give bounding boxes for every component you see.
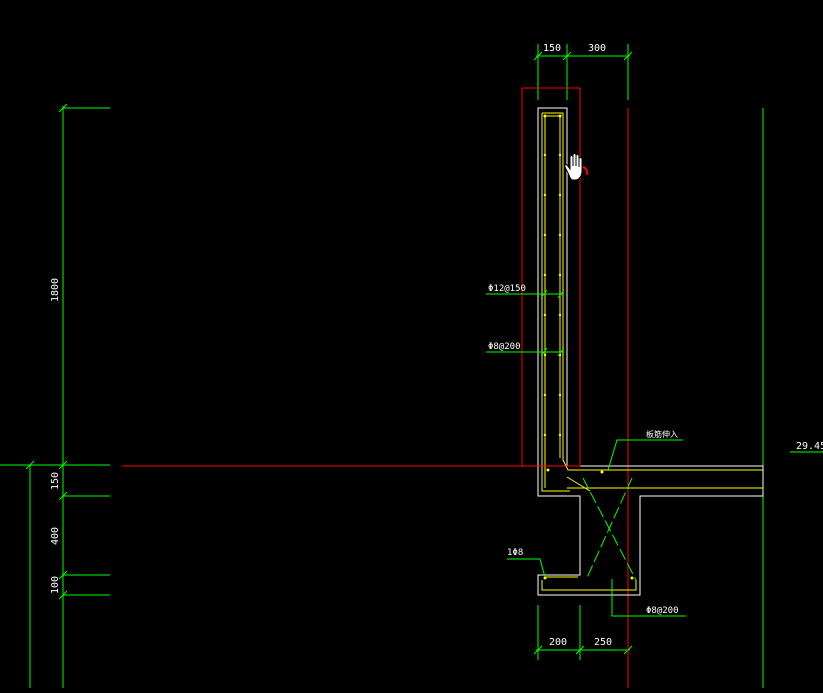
wall-inner-rebar[interactable] <box>544 115 561 488</box>
top-tick <box>562 51 572 61</box>
elevation-label: 29.450 <box>796 441 823 452</box>
rebar-dot <box>543 193 547 197</box>
rebar-dot <box>543 313 547 317</box>
leader-tick <box>540 289 548 299</box>
rebar-dot <box>558 233 562 237</box>
rebar-dot <box>558 433 562 437</box>
beam-bottom-rebar[interactable] <box>541 580 637 591</box>
left-tick <box>58 491 68 501</box>
top-dimension-chain <box>533 44 633 100</box>
dim-1800: 1800 <box>50 278 61 302</box>
leader-top-note <box>607 439 683 471</box>
leader-tick <box>540 347 548 357</box>
rebar-dot <box>543 153 547 157</box>
leader-labels: Φ12@150 Φ8@200 板筋伸入 1Φ8 Φ8@200 <box>488 284 679 616</box>
leaders <box>486 293 686 617</box>
leader-stirrup <box>611 579 686 617</box>
left-tick <box>25 460 35 470</box>
rebar-dot <box>543 114 547 118</box>
top-tick <box>533 51 543 61</box>
rebar-dot <box>543 273 547 277</box>
selection-rectangle[interactable] <box>521 87 581 467</box>
left-tick <box>58 570 68 580</box>
label-horizontal-bar: Φ8@200 <box>488 342 521 352</box>
beam-cross-marks <box>582 477 637 581</box>
wall-rebar-right[interactable] <box>542 112 763 471</box>
top-tick <box>623 51 633 61</box>
slab-bottom-rebar[interactable] <box>567 487 764 492</box>
slab-bend-rebar[interactable] <box>566 476 591 492</box>
leader-bottom-bar <box>507 558 546 578</box>
rebar-dot <box>558 313 562 317</box>
left-tick <box>58 103 68 113</box>
leader-tick <box>557 289 565 299</box>
label-vertical-bar: Φ12@150 <box>488 284 526 294</box>
leader-tick <box>557 347 565 357</box>
rebar-dots <box>543 114 634 580</box>
rebar-dot <box>558 193 562 197</box>
right-reference <box>762 108 823 688</box>
top-dimension-texts: 150 300 <box>543 43 606 54</box>
rebar-dot <box>543 353 547 357</box>
rebar-dot <box>630 576 634 580</box>
dim-400: 400 <box>50 527 61 545</box>
left-dimension-chain <box>0 103 110 688</box>
rebar-dot <box>600 470 604 474</box>
rebar-dot <box>543 233 547 237</box>
rebar-dot <box>543 433 547 437</box>
red-reference-lines <box>122 108 629 688</box>
rebar-dot <box>558 114 562 118</box>
rebar-dot <box>543 393 547 397</box>
hand-pan-icon <box>564 153 589 181</box>
dim-150-left: 150 <box>50 472 61 490</box>
wall-section-outline[interactable] <box>537 107 764 596</box>
bottom-tick <box>575 645 585 655</box>
label-stirrup: Φ8@200 <box>646 606 679 616</box>
rebar-dot <box>558 393 562 397</box>
rebar-dot <box>558 153 562 157</box>
left-dimension-texts: 1800 150 400 100 <box>50 278 61 594</box>
rebar-cage[interactable] <box>541 112 764 591</box>
left-tick <box>58 590 68 600</box>
leader-ticks <box>540 289 565 357</box>
bottom-tick <box>533 645 543 655</box>
dim-200-bottom: 200 <box>549 637 567 648</box>
dim-250-bottom: 250 <box>594 637 612 648</box>
dim-150-top: 150 <box>543 43 561 54</box>
bottom-dimension-texts: 200 250 <box>549 637 612 648</box>
rebar-dot <box>543 576 547 580</box>
dim-300-top: 300 <box>588 43 606 54</box>
cross-diagonal-2 <box>585 477 633 581</box>
rebar-dot <box>546 468 550 472</box>
label-top-note: 板筋伸入 <box>646 429 678 439</box>
label-bottom-bar: 1Φ8 <box>507 548 523 558</box>
dim-100: 100 <box>50 576 61 594</box>
rebar-dot <box>558 273 562 277</box>
wall-outline[interactable] <box>537 107 764 596</box>
wall-rebar-left[interactable] <box>541 113 570 492</box>
left-tick <box>58 460 68 470</box>
